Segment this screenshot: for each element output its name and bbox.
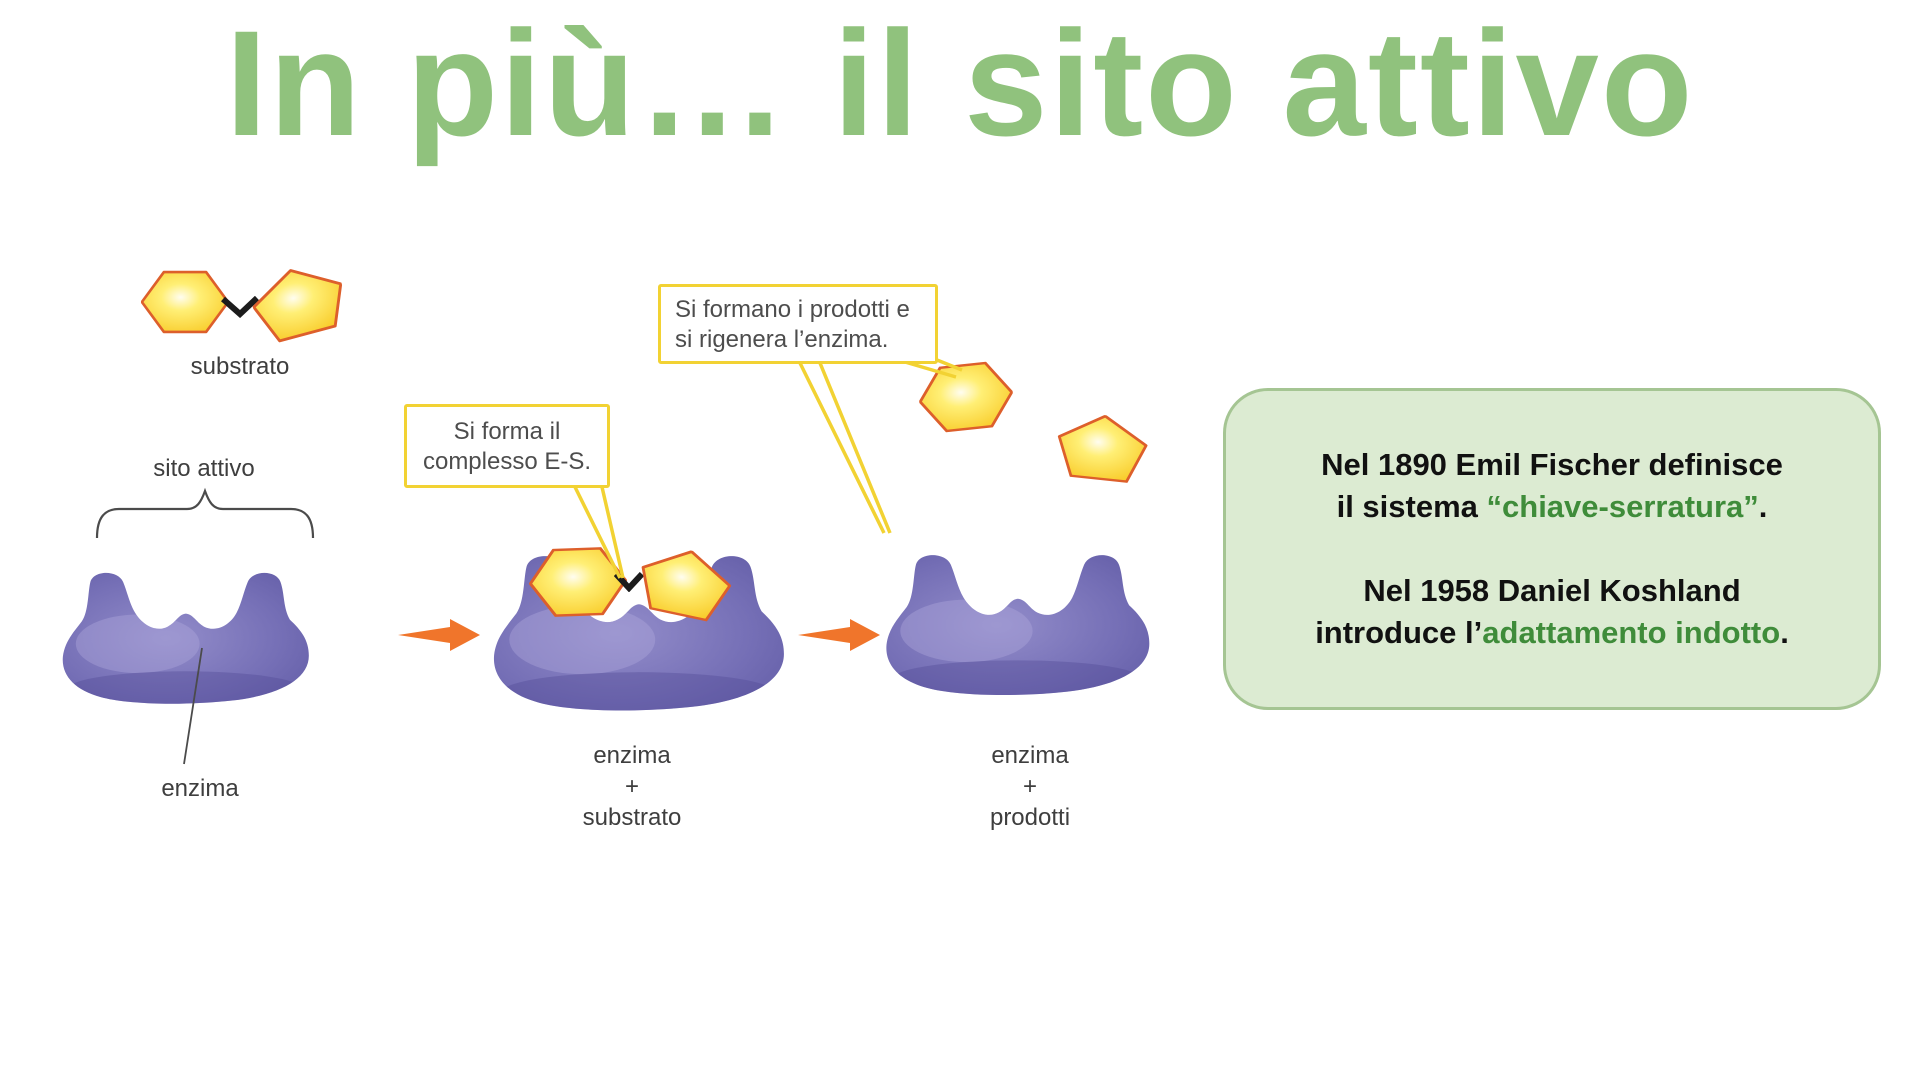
note-p2-line2: introduce l’adattamento indotto. [1315, 612, 1789, 654]
callout-products: Si formano i prodotti e si rigenera l’en… [658, 284, 938, 364]
enzyme-label: enzima [161, 775, 239, 802]
active-site-brace [95, 487, 315, 539]
stage3-label: enzima + prodotti [930, 740, 1130, 833]
note-paragraph-fischer: Nel 1890 Emil Fischer definisce il siste… [1321, 444, 1783, 528]
substrate-hexagon [141, 270, 229, 334]
note-p2-line2-pre: introduce l’ [1315, 615, 1483, 650]
enzyme-leader-line [183, 647, 203, 765]
product-hexagon [918, 361, 1014, 433]
note-p1-line1: Nel 1890 Emil Fischer definisce [1321, 447, 1783, 482]
stage3-line1: enzima [991, 742, 1069, 769]
stage2-label: enzima + substrato [532, 740, 732, 833]
note-p1-line2: il sistema “chiave-serratura”. [1321, 486, 1783, 528]
callout-es-line1: Si forma il [453, 418, 561, 445]
bound-hexagon [528, 546, 628, 618]
history-note-box: Nel 1890 Emil Fischer definisce il siste… [1223, 388, 1881, 710]
product-pentagon [1057, 414, 1148, 484]
active-site-label: sito attivo [153, 455, 255, 482]
note-p1-line2-post: . [1758, 489, 1768, 524]
note-p1-line2-pre: il sistema [1336, 489, 1487, 524]
page-title: In più… il sito attivo [225, 0, 1695, 167]
note-p2-line2-post: . [1780, 615, 1789, 650]
note-paragraph-koshland: Nel 1958 Daniel Koshland introduce l’ada… [1315, 570, 1789, 654]
callout-complex-es: Si forma il complesso E-S. [404, 404, 610, 488]
enzyme-3 [886, 555, 1150, 696]
reaction-arrow-2 [798, 619, 880, 651]
note-p2-line2-green: adattamento indotto [1482, 615, 1781, 650]
bound-bond [614, 572, 644, 592]
reaction-arrow-1 [398, 619, 480, 651]
callout-prod-tail-enzyme [798, 362, 892, 534]
substrate-label: substrato [190, 353, 290, 380]
callout-prod-line1: Si formano i prodotti e [675, 296, 910, 323]
stage2-line1: enzima [593, 742, 671, 769]
callout-prod-line2: si rigenera l’enzima. [675, 326, 889, 353]
enzyme-1 [62, 572, 309, 704]
enzyme-2 [493, 556, 784, 711]
note-p2-line1: Nel 1958 Daniel Koshland [1363, 573, 1741, 608]
bound-pentagon [641, 550, 732, 622]
stage2-line3: substrato [582, 804, 682, 831]
stage3-line3: prodotti [989, 804, 1071, 831]
stage3-line2: + [1022, 773, 1037, 800]
substrate-pentagon [252, 269, 343, 343]
substrate-bond [221, 296, 259, 318]
callout-es-tail [573, 486, 625, 579]
callout-es-line2: complesso E-S. [422, 448, 592, 475]
stage2-line2: + [624, 773, 639, 800]
note-p1-line2-green: “chiave-serratura” [1486, 489, 1759, 524]
